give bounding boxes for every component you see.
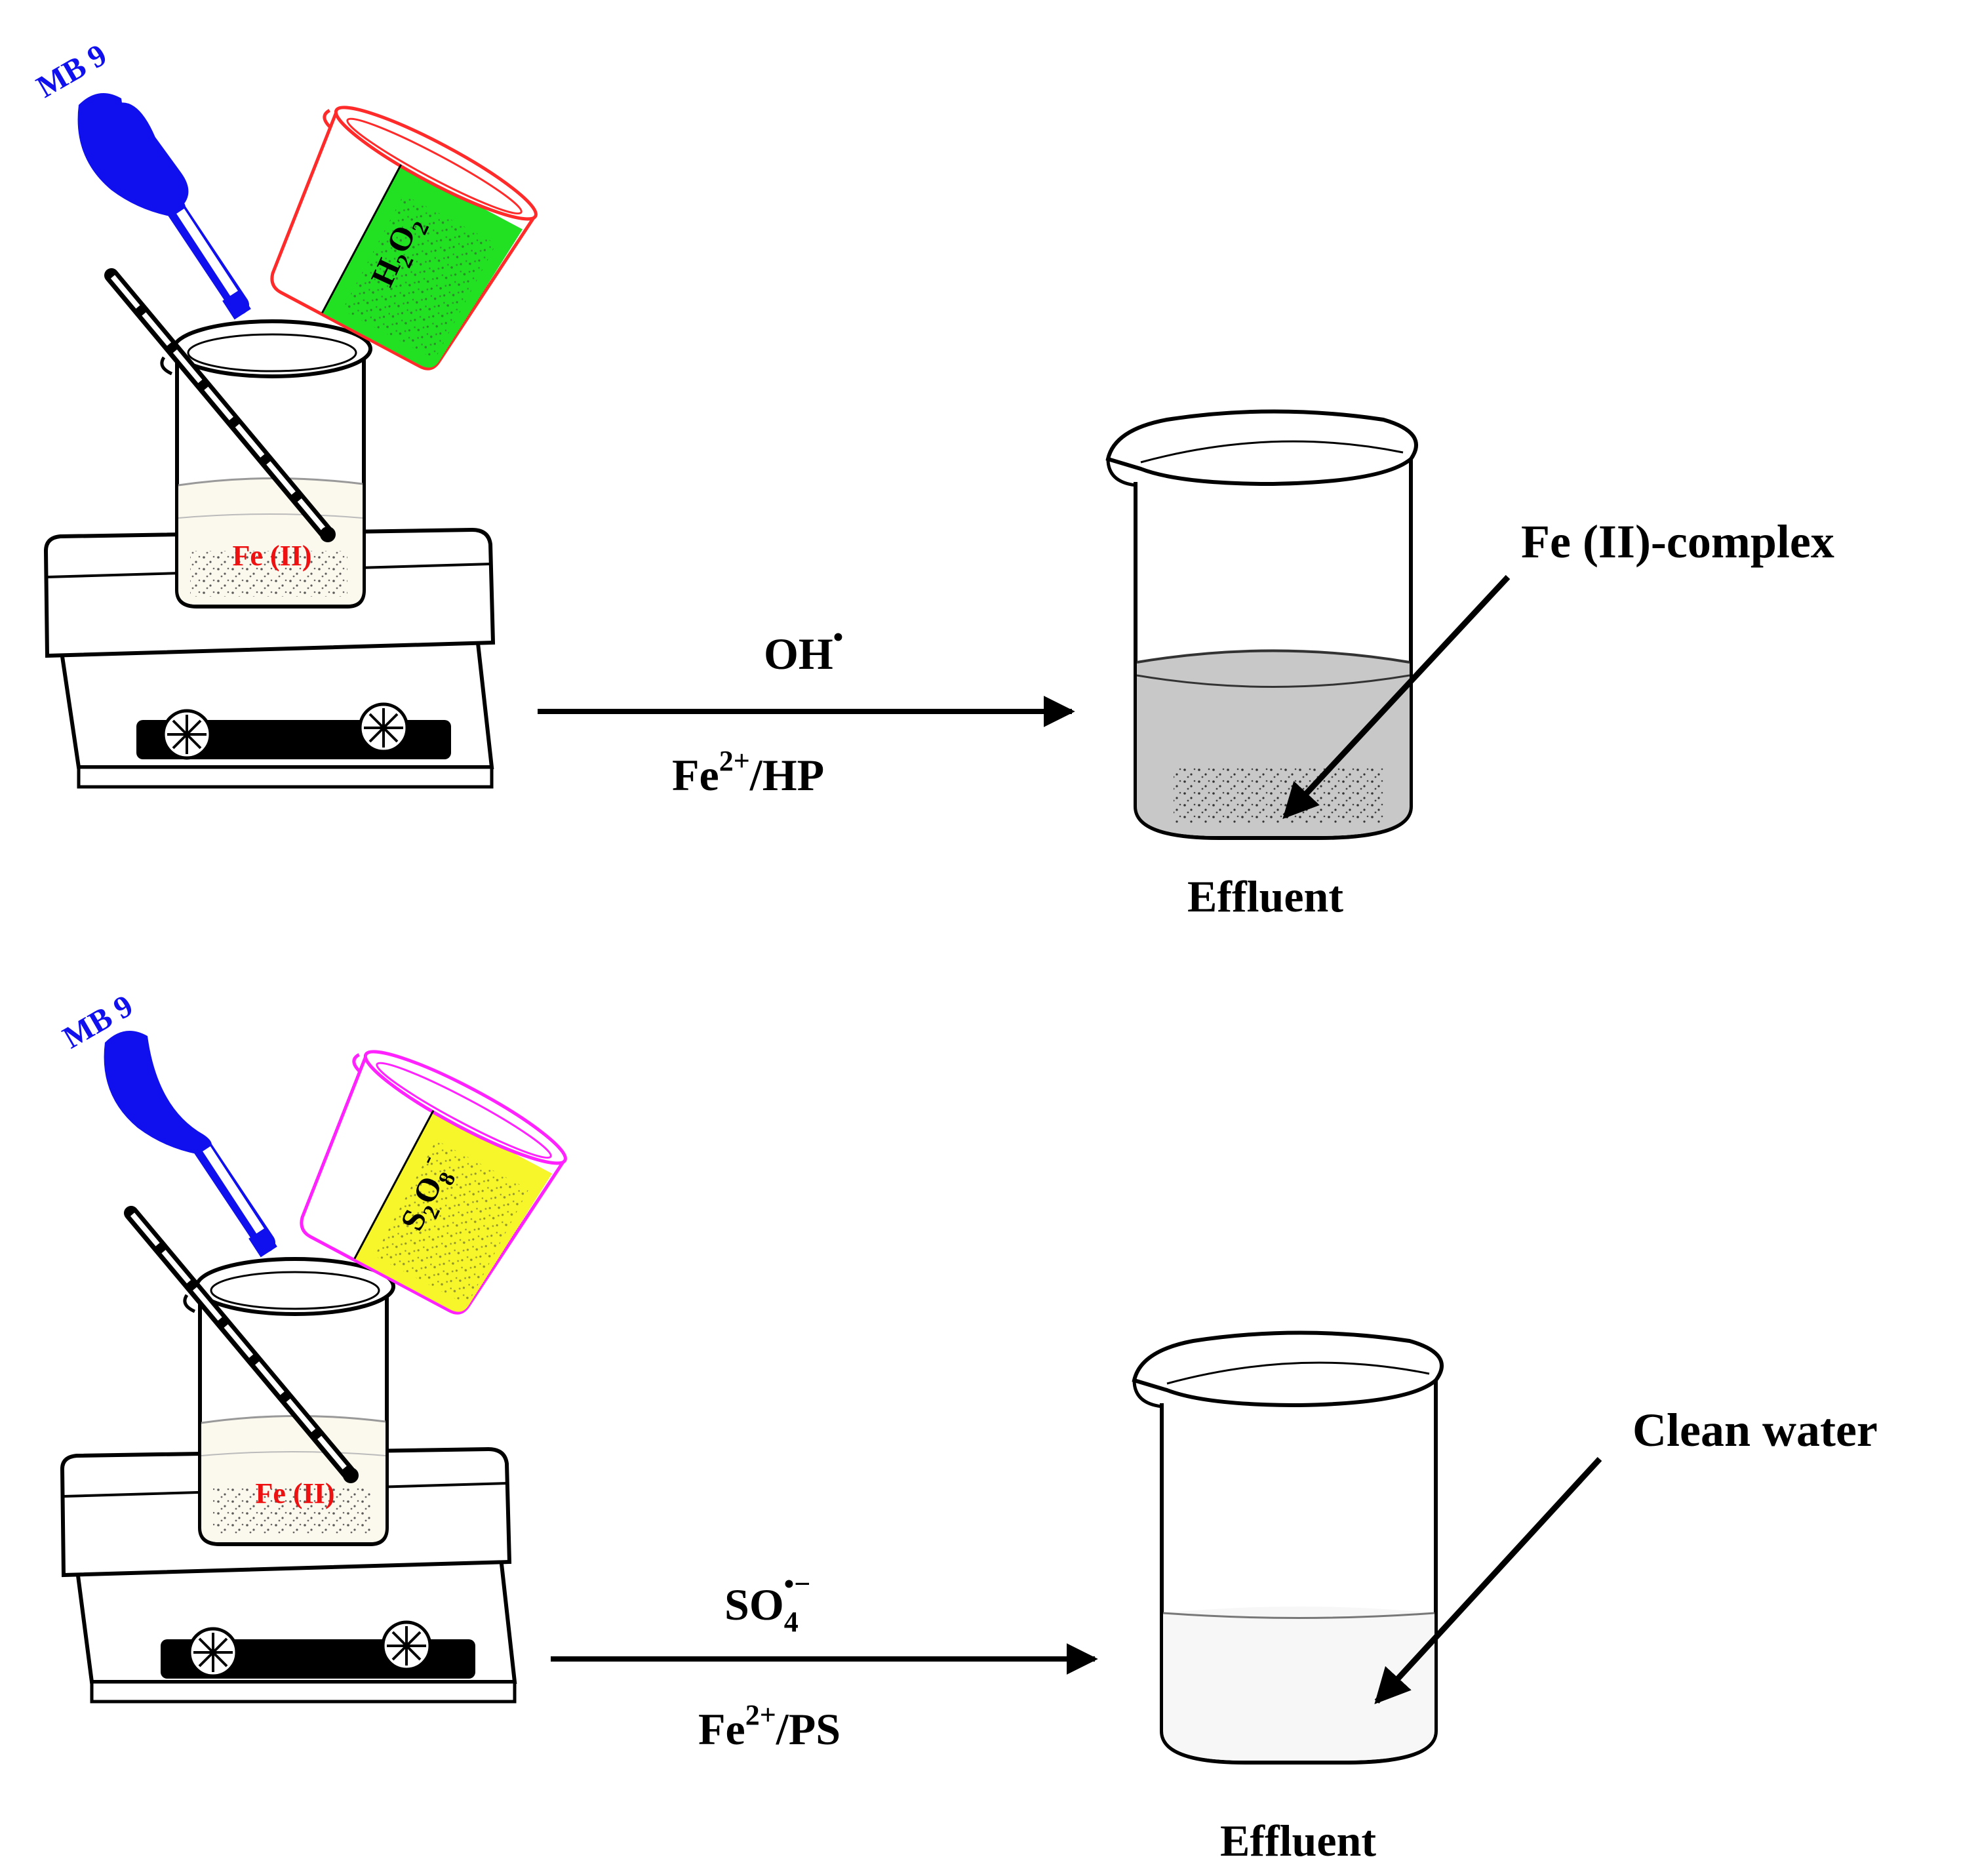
effluent-beaker-icon	[1105, 409, 1418, 840]
stir-rod-icon	[104, 268, 336, 542]
catalyst-label: Fe (II)	[233, 540, 312, 572]
effluent-label: Effluent	[1220, 1816, 1376, 1866]
product-label: Clean water	[1632, 1404, 1878, 1456]
dropper-icon	[104, 1031, 277, 1258]
oxidant-beaker-icon	[270, 106, 538, 370]
dropper-icon	[77, 93, 251, 320]
radical-label: OH•	[764, 621, 843, 679]
effluent-label: Effluent	[1187, 871, 1343, 921]
stir-rod-icon	[124, 1206, 359, 1483]
oxidant-beaker-icon	[300, 1050, 567, 1315]
top-row: Fe (II) MB 9 H2O2	[31, 37, 1834, 921]
hot-plate-stirrer-icon	[43, 527, 496, 789]
system-label: Fe2+/HP	[672, 745, 824, 800]
effluent-beaker-icon	[1132, 1330, 1444, 1765]
catalyst-label: Fe (II)	[256, 1477, 335, 1509]
radical-label: SO4•−	[724, 1568, 810, 1638]
product-label: Fe (II)-complex	[1521, 515, 1834, 568]
pointer-arrow-icon	[1374, 1456, 1602, 1704]
bottom-row: Fe (II) MB 9 S2O8-	[57, 988, 1878, 1866]
pointer-arrow-icon	[1282, 574, 1511, 819]
system-label: Fe2+/PS	[698, 1699, 841, 1754]
